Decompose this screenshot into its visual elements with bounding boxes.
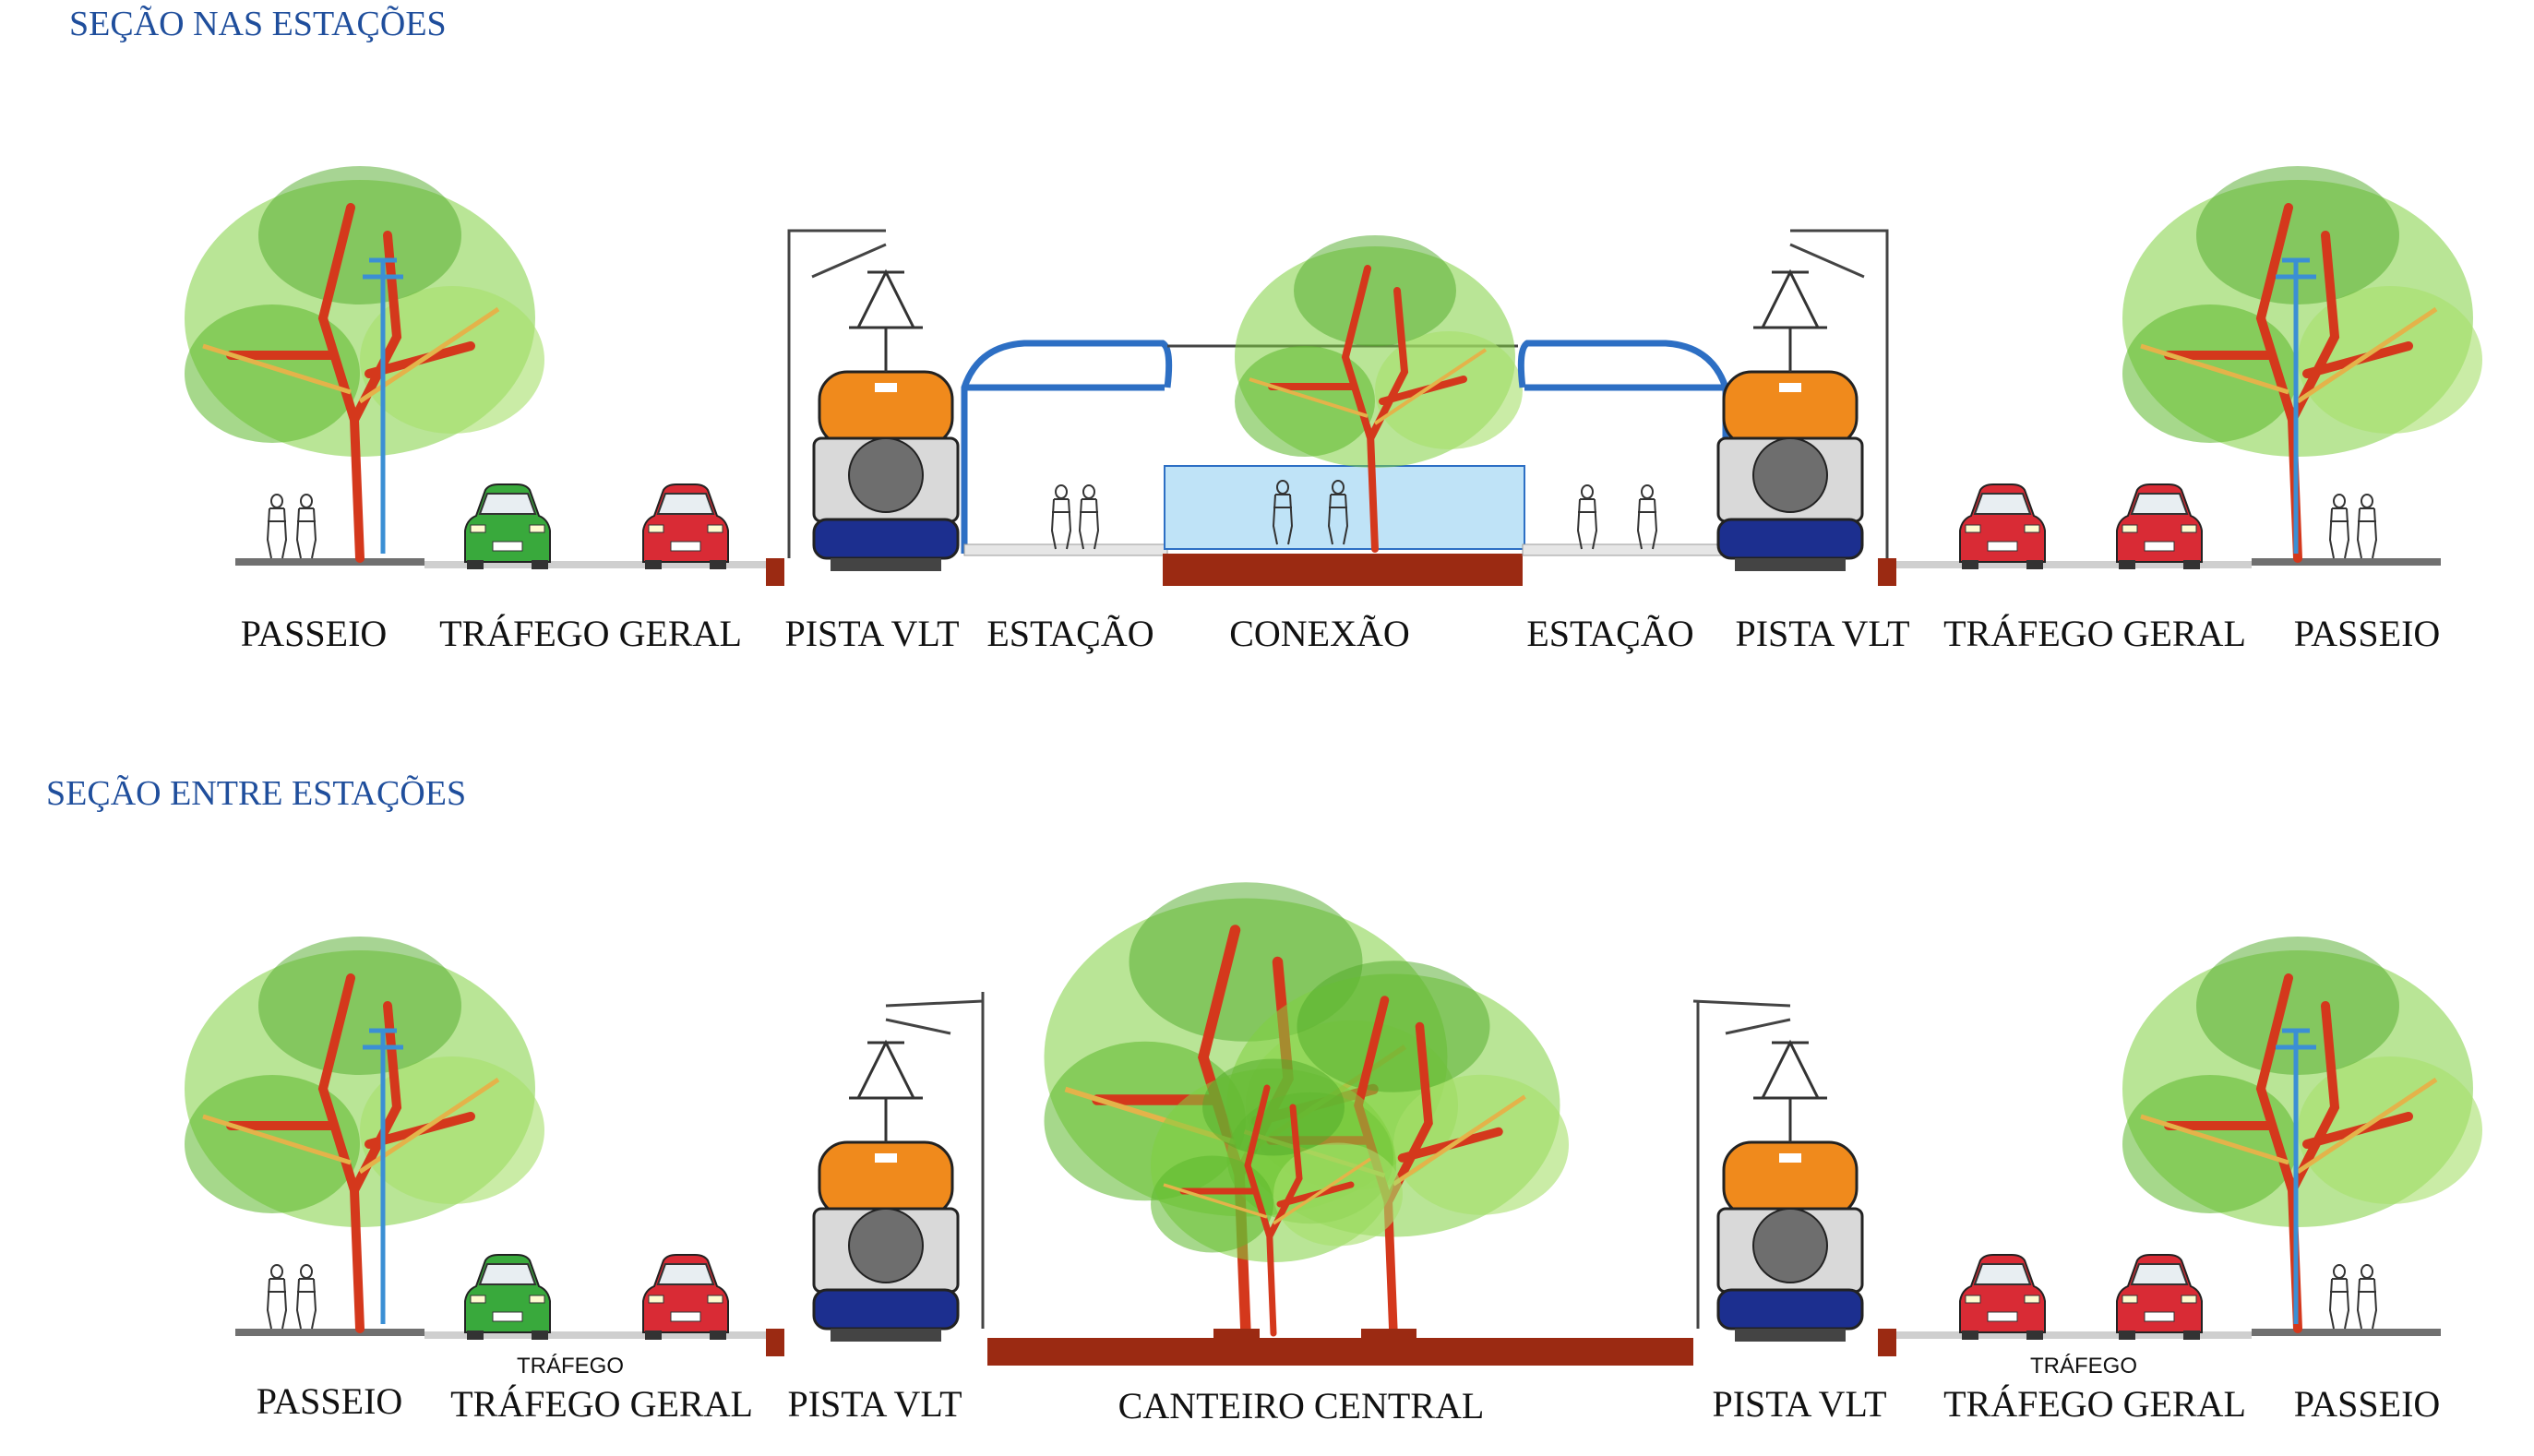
pedestrian-icon (2329, 494, 2349, 559)
zone-label: PASSEIO (2294, 613, 2441, 654)
station-right (1517, 340, 1729, 556)
zone-labels: PASSEIO TRÁFEGO GERAL PISTA VLT CANTEIRO… (257, 1380, 2441, 1426)
ground-line (235, 558, 2441, 586)
pedestrian-icon (296, 494, 317, 559)
zone-label: PASSEIO (257, 1380, 403, 1422)
pedestrian-icon (267, 494, 287, 559)
lane-label: TRÁFEGO (517, 1354, 624, 1378)
pedestrian-icon (2329, 1264, 2349, 1330)
zone-label: PISTA VLT (787, 1383, 962, 1425)
ground-line (235, 1329, 2441, 1356)
car-icon (1959, 1254, 2046, 1341)
tram-right (1692, 999, 1864, 1343)
passenger-icon (1637, 484, 1657, 550)
traffic-lanes-right (1959, 483, 2203, 570)
passenger-icon (1577, 484, 1597, 550)
zone-label: CONEXÃO (1229, 613, 1410, 654)
passenger-icon (1079, 484, 1099, 550)
traffic-lanes-left: TRÁFEGO (464, 1254, 729, 1378)
zone-label: TRÁFEGO GERAL (450, 1383, 753, 1425)
zone-label: PISTA VLT (1735, 613, 1909, 654)
car-icon (642, 483, 729, 570)
car-icon (464, 483, 551, 570)
car-icon (2116, 1254, 2203, 1341)
zone-label: PISTA VLT (1712, 1383, 1886, 1425)
zone-label: ESTAÇÃO (986, 613, 1153, 654)
lane-label: TRÁFEGO (2030, 1354, 2137, 1378)
connection (1163, 235, 1524, 586)
station-left (961, 340, 1173, 556)
tram-right (1716, 229, 1889, 573)
tram-icon (1716, 1041, 1864, 1343)
zone-label: TRÁFEGO GERAL (1943, 1383, 2246, 1425)
passenger-icon (1051, 484, 1071, 550)
pedestrian-icon (2357, 494, 2377, 559)
section-title: SEÇÃO NAS ESTAÇÕES (69, 5, 447, 43)
car-icon (464, 1254, 551, 1341)
zone-label: PISTA VLT (784, 613, 959, 654)
tram-icon (812, 1041, 960, 1343)
zone-label: PASSEIO (241, 613, 388, 654)
zone-label: CANTEIRO CENTRAL (1118, 1385, 1485, 1426)
pedestrian-icon (296, 1264, 317, 1330)
zone-label: TRÁFEGO GERAL (439, 613, 742, 654)
car-icon (2116, 483, 2203, 570)
zone-label: PASSEIO (2294, 1383, 2441, 1425)
central-median (987, 882, 1693, 1366)
tram-left (787, 229, 960, 573)
traffic-lanes-right: TRÁFEGO (1959, 1254, 2203, 1378)
tram-icon (812, 270, 960, 573)
pedestrian-icon (2357, 1264, 2377, 1330)
pedestrian-icon (267, 1264, 287, 1330)
section-at-stations: SEÇÃO NAS ESTAÇÕES (69, 5, 2482, 654)
zone-labels: PASSEIO TRÁFEGO GERAL PISTA VLT ESTAÇÃO … (241, 613, 2441, 654)
car-icon (642, 1254, 729, 1341)
zone-label: ESTAÇÃO (1526, 613, 1693, 654)
traffic-lanes-left (464, 483, 729, 570)
car-icon (1959, 483, 2046, 570)
section-title: SEÇÃO ENTRE ESTAÇÕES (46, 774, 466, 813)
tram-icon (1716, 270, 1864, 573)
tram-left (812, 992, 985, 1343)
zone-label: TRÁFEGO GERAL (1943, 613, 2246, 654)
section-between-stations: SEÇÃO ENTRE ESTAÇÕES TRÁFEGO (46, 774, 2482, 1426)
